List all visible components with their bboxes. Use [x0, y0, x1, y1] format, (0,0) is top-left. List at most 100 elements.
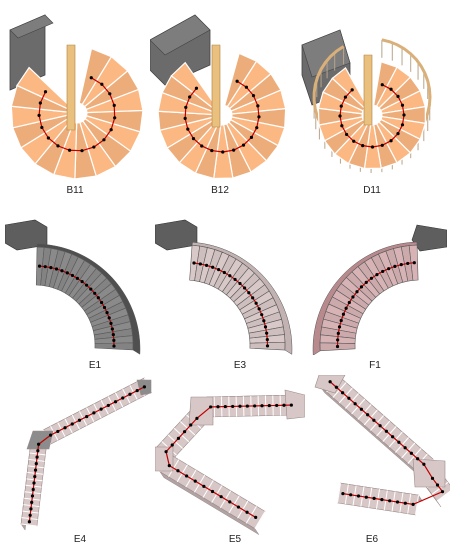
landing-block: [284, 389, 305, 420]
step-node: [254, 301, 258, 305]
step-node: [92, 145, 96, 149]
step-node: [188, 95, 192, 99]
step-node: [380, 143, 384, 147]
step-node: [245, 404, 249, 408]
caption-d11: D11: [363, 185, 381, 196]
step-node: [194, 86, 199, 90]
landing-top: [9, 14, 54, 39]
step-node: [80, 149, 84, 153]
step-node: [435, 483, 440, 487]
step-node: [99, 300, 104, 305]
step-node: [336, 331, 340, 335]
step-node: [228, 274, 232, 278]
step-node: [202, 484, 206, 488]
step-node: [265, 331, 269, 335]
step-node: [210, 489, 215, 494]
step-node: [195, 416, 199, 420]
step-node: [275, 403, 279, 408]
step-node: [238, 404, 242, 408]
walking-line: [339, 84, 405, 148]
step-node: [221, 150, 225, 154]
panel-e3: [155, 205, 300, 355]
step-node: [397, 440, 401, 444]
step-node: [396, 132, 400, 136]
step-node: [216, 405, 220, 409]
caption-b11: B11: [66, 185, 84, 196]
step-node: [33, 474, 37, 479]
caption-f1: F1: [369, 360, 381, 371]
staircase-e4: [20, 377, 153, 531]
step-node: [77, 418, 82, 422]
step-node: [209, 405, 213, 409]
caption-e1: E1: [88, 360, 102, 371]
step-node: [396, 94, 400, 98]
step-node: [344, 132, 349, 137]
step-node: [389, 139, 393, 143]
step-node: [247, 291, 251, 295]
step-node: [400, 123, 405, 127]
step-node: [27, 520, 31, 524]
step-node: [267, 403, 271, 408]
step-node: [370, 145, 375, 149]
step-node: [402, 113, 406, 117]
step-node: [75, 276, 79, 280]
step-node: [128, 392, 132, 396]
step-node: [249, 135, 254, 139]
landing-block: [188, 396, 214, 426]
center-column: [211, 44, 221, 128]
step-node: [135, 388, 139, 393]
step-node: [46, 136, 50, 140]
step-node: [186, 127, 190, 131]
step-node: [56, 144, 60, 148]
walking-line: [184, 80, 260, 153]
step-node: [391, 435, 395, 439]
staircase-e3: [155, 219, 293, 355]
step-node: [96, 296, 100, 300]
staircase-b11: [9, 14, 144, 180]
step-node: [109, 321, 113, 325]
step-node: [43, 265, 47, 269]
step-node: [356, 494, 361, 498]
step-node: [30, 494, 35, 498]
step-node: [416, 457, 420, 461]
panel-d11: [300, 5, 445, 180]
step-node: [217, 268, 221, 272]
step-node: [328, 380, 332, 384]
step-node: [35, 455, 39, 459]
step-node: [183, 116, 187, 120]
step-node: [37, 113, 41, 117]
step-edge: [436, 490, 450, 502]
step-node: [56, 429, 60, 434]
landing-top: [301, 29, 351, 78]
step-node: [440, 490, 445, 494]
step-node: [353, 402, 357, 406]
step-node: [338, 114, 342, 118]
step-node: [395, 500, 400, 504]
step-node: [339, 104, 343, 108]
step-node: [381, 269, 385, 274]
step-node: [388, 499, 392, 503]
step-node: [184, 105, 188, 109]
step-node: [232, 148, 236, 152]
step-node: [49, 266, 53, 270]
step-node: [364, 495, 368, 499]
step-node: [260, 404, 264, 408]
step-node: [192, 261, 196, 265]
landing-block: [155, 219, 198, 251]
step-node: [189, 423, 193, 427]
step-node: [176, 436, 181, 440]
step-node: [251, 94, 256, 98]
step-node: [184, 474, 189, 478]
step-node: [254, 515, 258, 520]
step-node: [351, 295, 355, 299]
step-node: [193, 479, 197, 483]
step-edge: [414, 495, 420, 515]
step-node: [32, 481, 36, 485]
step-node: [384, 429, 388, 433]
walking-line: [38, 77, 116, 152]
step-node: [238, 281, 242, 286]
step-node: [89, 287, 93, 291]
step-node: [100, 82, 104, 86]
step-node: [93, 291, 97, 295]
step-node: [231, 404, 235, 409]
